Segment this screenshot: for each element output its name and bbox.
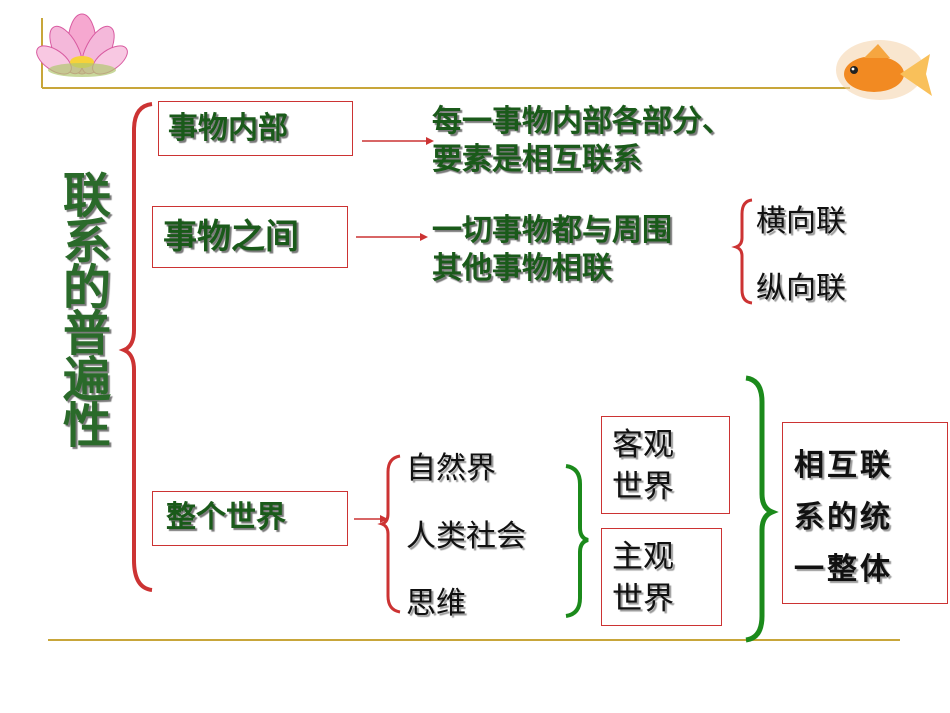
conclusion-text: 相互联 系的统 一整体	[794, 448, 893, 587]
objective-world-text: 客观 世界	[612, 427, 674, 505]
green-bracket-large	[745, 375, 779, 643]
branch-label-between: 事物之间	[163, 217, 299, 257]
branch-box-world	[152, 491, 348, 546]
branch-label-world: 整个世界	[166, 500, 286, 535]
part-nature: 自然界	[406, 451, 496, 486]
branch-box-internal	[158, 101, 353, 156]
branch-label-internal: 事物内部	[168, 111, 288, 146]
subjective-world-text: 主观 世界	[612, 539, 674, 617]
goldfish-icon	[836, 40, 932, 100]
branch-desc-internal: 每一事物内部各部分、 要素是相互联系	[432, 104, 732, 177]
slide-title: 联系的普遍性	[54, 170, 110, 446]
conclusion-box	[782, 422, 948, 604]
part-society: 人类社会	[406, 519, 526, 554]
part-thought: 思维	[406, 586, 466, 621]
green-bracket-small	[565, 464, 589, 618]
branch-desc-between: 一切事物都与周围 其他事物相联	[432, 213, 672, 286]
subjective-world-box	[601, 528, 722, 626]
lotus-icon	[36, 13, 128, 77]
main-bracket	[118, 102, 153, 592]
sub-bracket	[731, 198, 753, 305]
branch-box-between	[152, 206, 348, 268]
sub-vertical: 纵向联	[756, 271, 846, 306]
parts-bracket	[377, 454, 401, 614]
sub-horizontal: 横向联	[756, 204, 846, 239]
objective-world-box	[601, 416, 730, 514]
